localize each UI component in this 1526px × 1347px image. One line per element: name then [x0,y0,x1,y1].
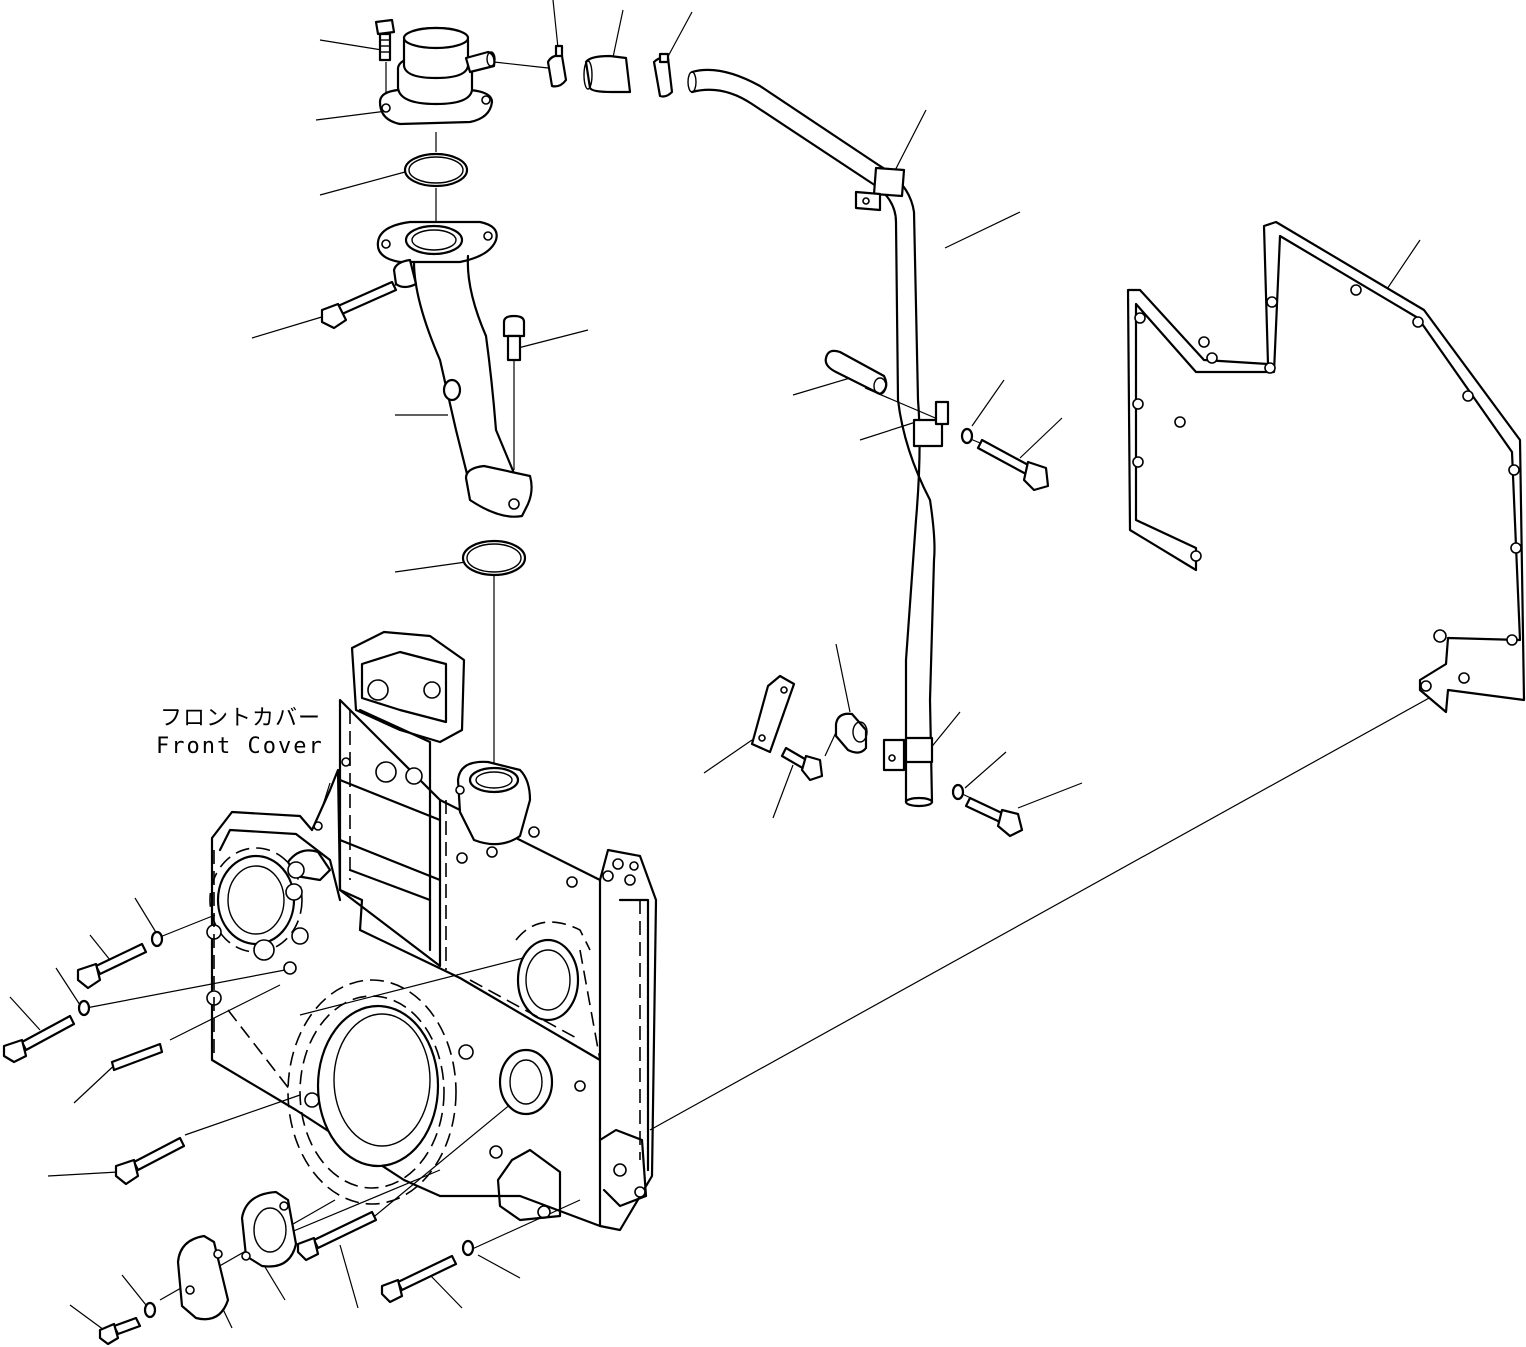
bracket-plate [750,674,796,754]
front-cover-housing [206,630,658,1232]
bolt-r2 [964,796,1024,838]
bolt-bracket [780,746,824,782]
bolt-b3 [380,1254,458,1304]
hose-short [583,54,632,94]
dowel-pin [110,1042,164,1072]
bolt-l1 [76,942,148,990]
breather-elbow [376,220,533,518]
washer-l1 [150,930,164,948]
bolt-cap-left [374,18,396,62]
hose-clamp-2 [652,52,674,98]
washer-r1 [960,427,974,445]
cover-plate [176,1234,230,1321]
bolt-elbow-right [502,314,526,362]
hose-clamp-1 [546,44,568,88]
bolt-l3 [114,1136,186,1186]
breather-tube [687,68,950,808]
cover-gasket [240,1190,298,1268]
o-ring-lower [461,539,527,577]
washer-b1 [143,1301,157,1319]
bolt-l2 [2,1014,76,1064]
bolt-b2 [296,1210,378,1262]
front-cover-label-jp: フロントカバー [160,706,322,731]
washer-l2 [77,999,91,1017]
o-ring-upper [403,152,469,188]
front-cover-gasket [1126,220,1526,714]
leader-lines [9,0,1421,1331]
washer-b2 [461,1239,475,1257]
bolt-elbow-left [320,280,398,330]
spacer-upper [824,349,888,396]
breather-cap [378,26,496,126]
front-cover-label-en: Front Cover [156,734,324,759]
bolt-b1 [98,1316,142,1346]
washer-r2 [951,783,965,801]
bolt-r1 [976,438,1050,492]
spacer-lower [834,712,868,754]
